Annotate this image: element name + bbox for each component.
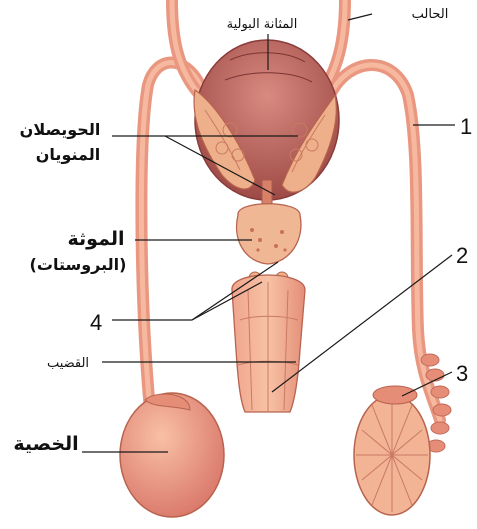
label-testis: الخصية (13, 433, 78, 455)
label-ureter: الحالب (412, 7, 449, 22)
number-1: 1 (460, 114, 472, 139)
label-prostate-line2: (البروستات) (30, 255, 127, 274)
number-3: 3 (456, 361, 468, 386)
leader-ureter (348, 14, 372, 20)
label-prostate-line1: الموثة (68, 228, 125, 250)
left-testis (120, 393, 224, 517)
right-epididymis-head (373, 386, 417, 404)
number-4: 4 (90, 310, 102, 335)
label-penis: القضيب (47, 356, 89, 371)
left-vas-deferens (141, 63, 200, 411)
label-seminal-vesicles-line2: المنويان (36, 145, 100, 164)
number-2: 2 (456, 243, 468, 268)
label-seminal-vesicles-line1: الحويصلان (20, 120, 101, 139)
label-bladder: المثانة البولية (227, 17, 298, 32)
prostate-gland (237, 204, 301, 264)
